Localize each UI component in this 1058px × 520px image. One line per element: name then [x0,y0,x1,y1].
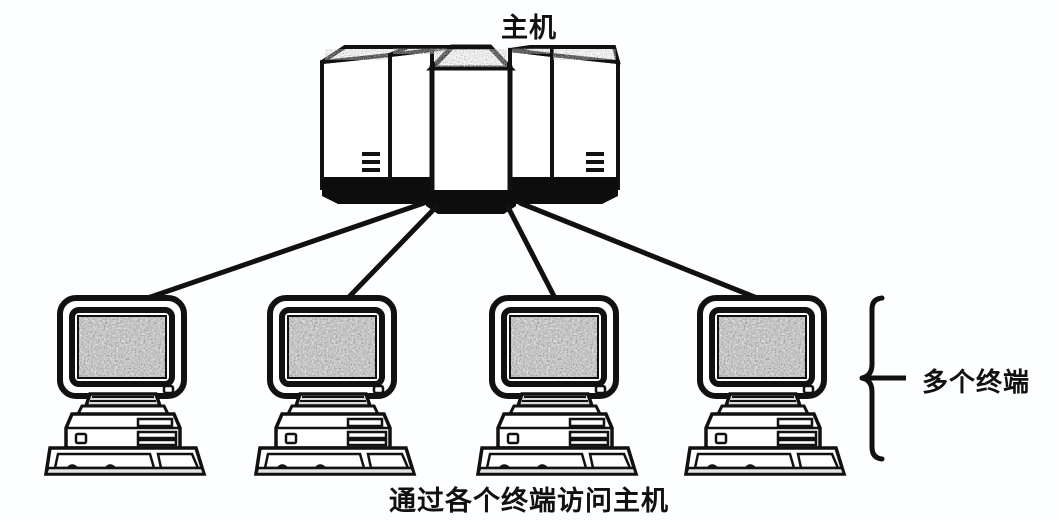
host-center-base [426,190,516,206]
connection-line-3[interactable] [505,204,559,303]
host-vent-stripes-right [586,152,604,172]
diagram-caption: 通过各个终端访问主机 [389,486,669,516]
host-vent-stripes-left [362,152,380,172]
connection-line-4[interactable] [517,200,765,303]
page-title: 主机 [501,13,557,43]
terminals-group-label: 多个终端 [922,368,1031,397]
host-center-base-front [426,206,516,214]
connection-lines [133,200,765,305]
terminal-4[interactable] [686,298,844,474]
terminal-2[interactable] [256,298,414,474]
host-mainframe[interactable] [320,44,621,214]
connection-line-2[interactable] [343,204,439,303]
connection-line-1[interactable] [133,200,427,305]
host-cabinet-3-center [426,44,516,203]
terminal-3[interactable] [478,298,636,474]
host-cabinet-4 [508,45,554,190]
host-cabinet-5 [550,45,621,190]
terminal-1[interactable] [46,298,204,474]
